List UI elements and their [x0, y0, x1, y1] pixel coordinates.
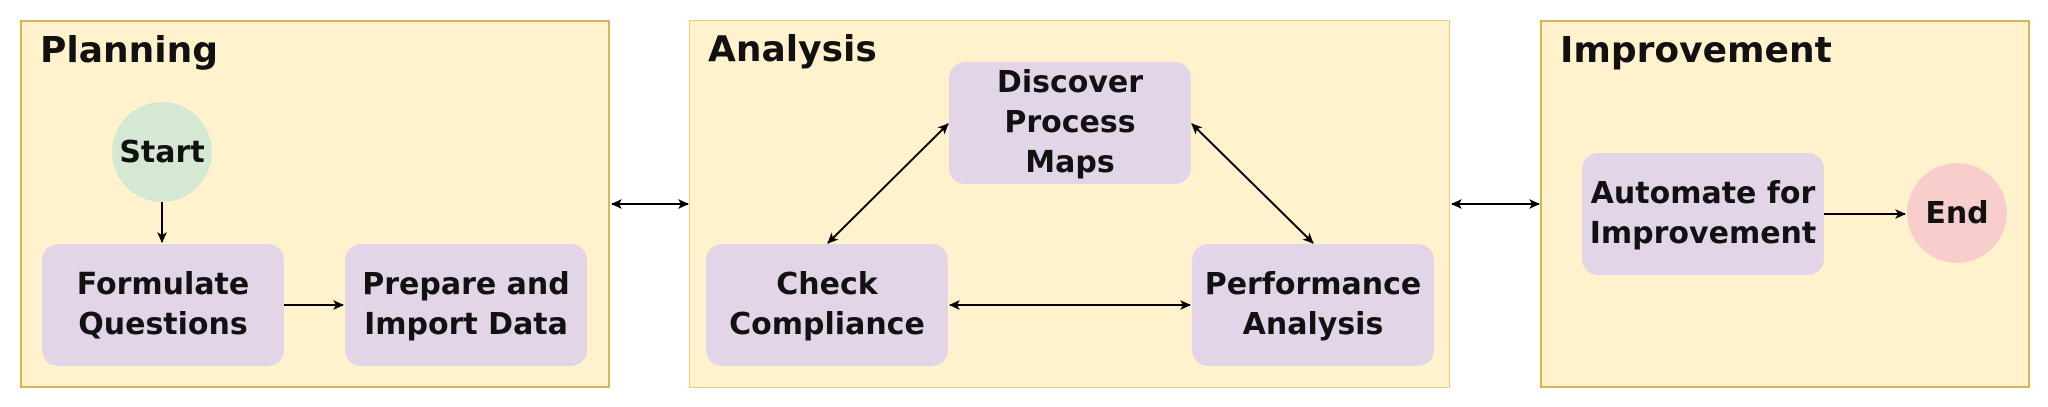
planning-title: Planning [40, 30, 219, 71]
formulate-questions-node: Formulate Questions [42, 244, 284, 366]
discover-process-maps-label: Discover Process Maps [996, 65, 1144, 180]
start-label: Start [119, 134, 205, 170]
discover-process-maps-node: Discover Process Maps [949, 62, 1191, 184]
prepare-import-data-node: Prepare and Import Data [345, 244, 587, 366]
end-label: End [1925, 195, 1989, 231]
end-node: End [1907, 163, 2007, 263]
check-compliance-node: Check Compliance [706, 244, 948, 366]
improvement-title: Improvement [1560, 30, 1832, 71]
check-compliance-label: Check Compliance [729, 267, 925, 342]
performance-analysis-label: Performance Analysis [1204, 267, 1422, 342]
analysis-title: Analysis [708, 29, 877, 70]
start-node: Start [112, 102, 212, 202]
performance-analysis-node: Performance Analysis [1192, 244, 1434, 366]
automate-improvement-node: Automate for Improvement [1582, 153, 1824, 275]
formulate-questions-label: Formulate Questions [76, 267, 250, 342]
prepare-import-data-label: Prepare and Import Data [362, 267, 570, 342]
automate-improvement-label: Automate for Improvement [1589, 176, 1817, 251]
